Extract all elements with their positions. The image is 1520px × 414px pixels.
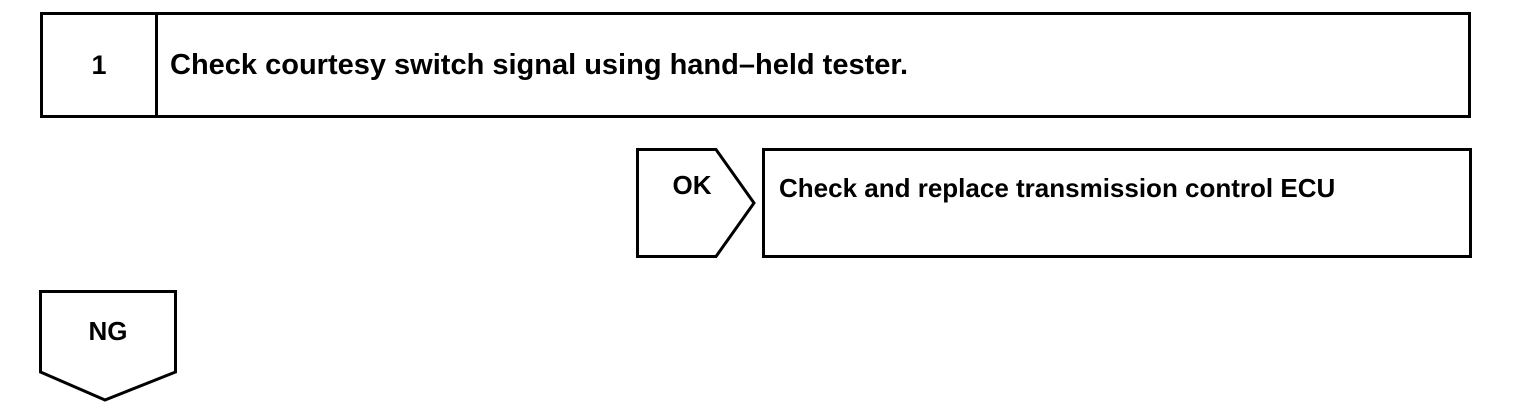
ok-result-text: Check and replace transmission control E… — [779, 173, 1336, 203]
ok-arrow-shape — [636, 148, 756, 258]
step-title: Check courtesy switch signal using hand–… — [170, 48, 909, 81]
ok-label: OK — [672, 170, 712, 200]
ok-result-box: Check and replace transmission control E… — [762, 148, 1472, 258]
ng-label: NG — [88, 316, 128, 346]
ng-arrow-shape — [39, 290, 177, 402]
step-box: 1 Check courtesy switch signal using han… — [40, 12, 1471, 118]
ok-arrow-tag: OK — [636, 148, 756, 258]
step-number: 1 — [43, 15, 158, 115]
ng-arrow-tag: NG — [39, 290, 177, 402]
